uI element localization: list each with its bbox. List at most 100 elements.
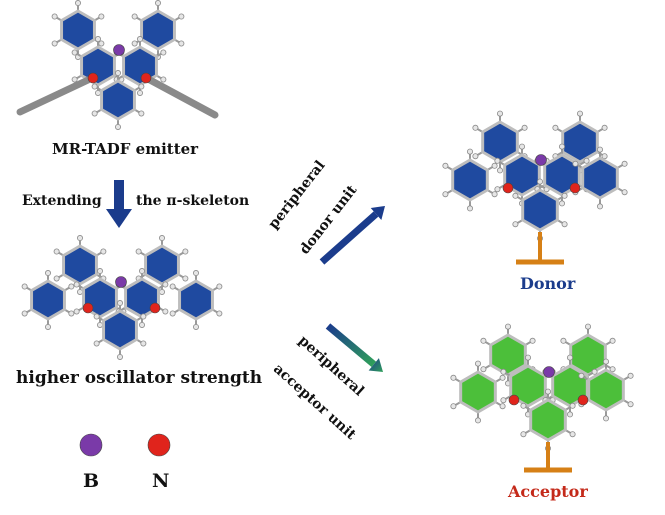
hydrogen-atom <box>491 162 498 169</box>
hydrogen-atom <box>160 49 167 56</box>
emitter-label: MR-TADF emitter <box>52 140 199 158</box>
hydrogen-atom <box>117 353 124 360</box>
hydrogen-atom <box>500 397 507 404</box>
hydrogen-atom <box>192 323 199 330</box>
hydrogen-atom <box>138 268 145 275</box>
legend-b-label: B <box>83 470 100 492</box>
hydrogen-atom <box>45 323 52 330</box>
hydrogen-atom <box>472 153 479 160</box>
hydrogen-atom <box>466 148 473 155</box>
hydrogen-atom <box>97 268 104 275</box>
donor-arrow-head <box>370 206 385 220</box>
hydrogen-atom <box>591 368 598 375</box>
hydrogen-atom <box>154 0 161 7</box>
hydrogen-atom <box>491 191 498 198</box>
hydrogen-atom <box>160 76 167 83</box>
hydrogen-atom <box>603 358 610 365</box>
hydrogen-atom <box>585 323 592 330</box>
hydrogen-atom <box>100 248 107 255</box>
hydrogen-atom <box>77 235 84 242</box>
hydrogen-atom <box>21 310 28 317</box>
hydrogen-atom <box>162 308 169 315</box>
hydrogen-atom <box>169 283 176 290</box>
donor-arrow-shaft <box>319 211 379 265</box>
legend-n-label: N <box>152 470 170 492</box>
hydrogen-atom <box>442 162 449 169</box>
hydrogen-atom <box>158 288 165 295</box>
donor-nitrogen-atom-right <box>569 182 581 194</box>
hydrogen-atom <box>520 402 527 409</box>
top-aryl-left <box>16 76 92 116</box>
hydrogen-atom <box>559 143 566 150</box>
hydrogen-atom <box>136 89 143 96</box>
top-molecule-ring-1 <box>140 9 176 51</box>
hydrogen-atom <box>561 221 568 228</box>
acceptor-arrow-shaft <box>325 323 377 367</box>
hydrogen-atom <box>496 110 503 117</box>
hydrogen-atom <box>559 200 566 207</box>
top-boron-atom <box>113 44 125 56</box>
hydrogen-atom <box>621 189 628 196</box>
hydrogen-atom <box>499 374 506 381</box>
top-aryl-right <box>146 76 219 119</box>
hydrogen-atom <box>474 360 481 367</box>
donor-molecule-ring-0 <box>481 120 519 164</box>
hydrogen-atom <box>97 321 104 328</box>
hydrogen-atom <box>73 281 80 288</box>
hydrogen-atom <box>552 124 559 131</box>
hydrogen-atom <box>182 248 189 255</box>
hydrogen-atom <box>578 372 585 379</box>
acceptor-molecule-ring-6 <box>529 398 567 442</box>
hydrogen-atom <box>140 313 147 320</box>
top-molecule-ring-0 <box>60 9 96 51</box>
hydrogen-atom <box>45 270 52 277</box>
hydrogen-atom <box>609 337 616 344</box>
hydrogen-atom <box>95 89 102 96</box>
hydrogen-atom <box>472 124 479 131</box>
hydrogen-atom <box>567 411 574 418</box>
hydrogen-atom <box>136 36 143 43</box>
acceptor-nitrogen-atom-left <box>508 394 520 406</box>
hydrogen-atom <box>601 153 608 160</box>
hydrogen-atom <box>169 310 176 317</box>
hydrogen-atom <box>95 36 102 43</box>
hydrogen-atom <box>138 321 145 328</box>
hydrogen-atom <box>621 160 628 167</box>
hydrogen-atom <box>138 83 145 90</box>
donor-molecule-ring-5 <box>581 156 619 200</box>
hydrogen-atom <box>216 310 223 317</box>
hydrogen-atom <box>192 270 199 277</box>
hydrogen-atom <box>115 123 122 130</box>
extending-label-left: Extending <box>22 193 102 209</box>
hydrogen-atom <box>93 313 100 320</box>
hydrogen-atom <box>474 417 481 424</box>
hydrogen-atom <box>98 40 105 47</box>
hydrogen-atom <box>496 167 503 174</box>
hydrogen-atom <box>512 192 519 199</box>
hydrogen-atom <box>98 13 105 20</box>
top-nitrogen-atom-right <box>140 72 152 84</box>
hydrogen-atom <box>21 283 28 290</box>
hydrogen-atom <box>537 178 544 185</box>
hydrogen-atom <box>450 403 457 410</box>
hydrogen-atom <box>577 110 584 117</box>
donor-molecule-ring-1 <box>561 120 599 164</box>
hydrogen-atom <box>567 354 574 361</box>
higher-oscillator-label: higher oscillator strength <box>16 368 263 388</box>
hydrogen-atom <box>91 83 98 90</box>
hydrogen-atom <box>178 40 185 47</box>
hydrogen-atom <box>71 76 78 83</box>
hydrogen-atom <box>499 403 506 410</box>
hydrogen-atom <box>73 308 80 315</box>
middle-molecule-ring-8 <box>102 309 138 351</box>
hydrogen-atom <box>93 340 100 347</box>
middle-molecule-ring-1 <box>144 244 180 286</box>
hydrogen-atom <box>53 248 60 255</box>
middle-nitrogen-atom-left <box>82 302 94 314</box>
acceptor-nitrogen-atom-right <box>577 394 589 406</box>
hydrogen-atom <box>603 415 610 422</box>
hydrogen-atom <box>529 337 536 344</box>
hydrogen-atom <box>182 275 189 282</box>
donor-molecule-ring-6 <box>521 188 559 232</box>
